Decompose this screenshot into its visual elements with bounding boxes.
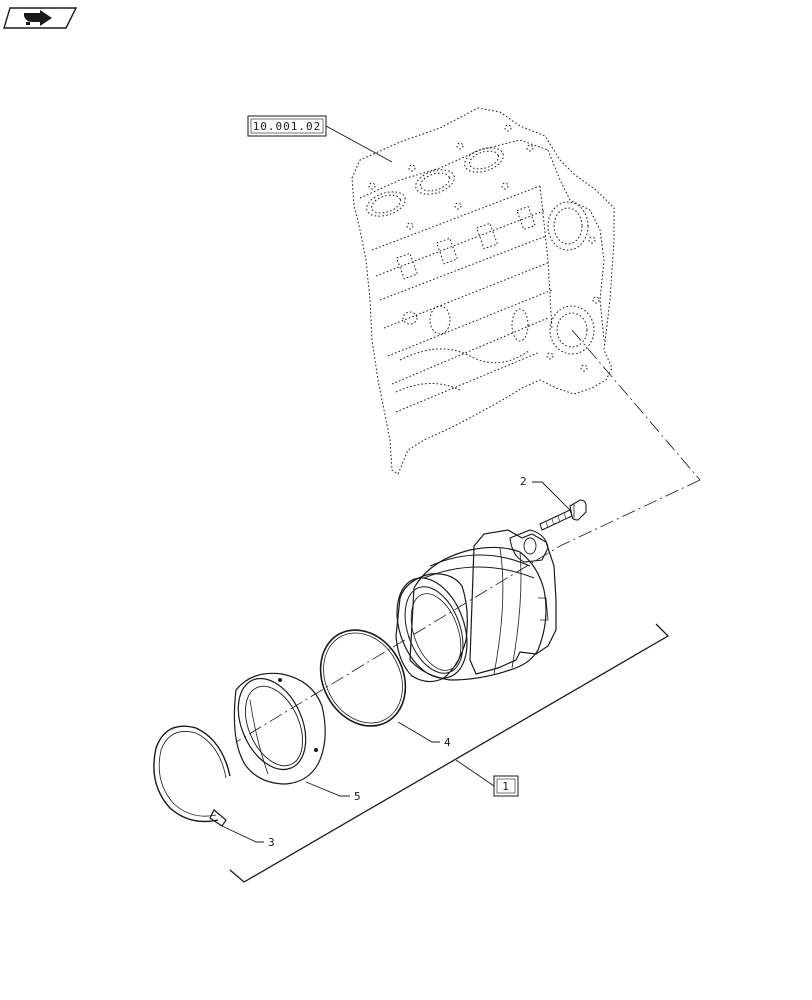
sleeve-callout[interactable]: 5: [305, 781, 361, 803]
assembly-axis: [235, 329, 701, 743]
nav-button[interactable]: [3, 7, 78, 29]
snap-ring-callout-number: 3: [268, 836, 275, 849]
bolt-callout[interactable]: 2: [520, 475, 571, 511]
snap-ring-part[interactable]: [153, 725, 231, 827]
return-arrow-icon: [24, 10, 52, 26]
assembly-bracket: [229, 623, 670, 883]
assembly-label: 1: [502, 780, 510, 793]
o-ring-callout-number: 4: [444, 736, 451, 749]
o-ring-callout[interactable]: 4: [397, 721, 451, 749]
snap-ring-callout[interactable]: 3: [221, 825, 275, 849]
reference-callout[interactable]: 10.001.02: [247, 115, 393, 163]
seal-housing-part[interactable]: [384, 529, 557, 688]
reference-label: 10.001.02: [253, 120, 322, 133]
engine-block-outline: [351, 107, 615, 475]
bolt-callout-number: 2: [520, 475, 527, 488]
sleeve-callout-number: 5: [354, 790, 361, 803]
wear-sleeve-part[interactable]: [225, 668, 326, 785]
o-ring-part[interactable]: [304, 615, 422, 741]
assembly-callout[interactable]: 1: [455, 759, 519, 797]
bolt-part[interactable]: [539, 499, 587, 531]
